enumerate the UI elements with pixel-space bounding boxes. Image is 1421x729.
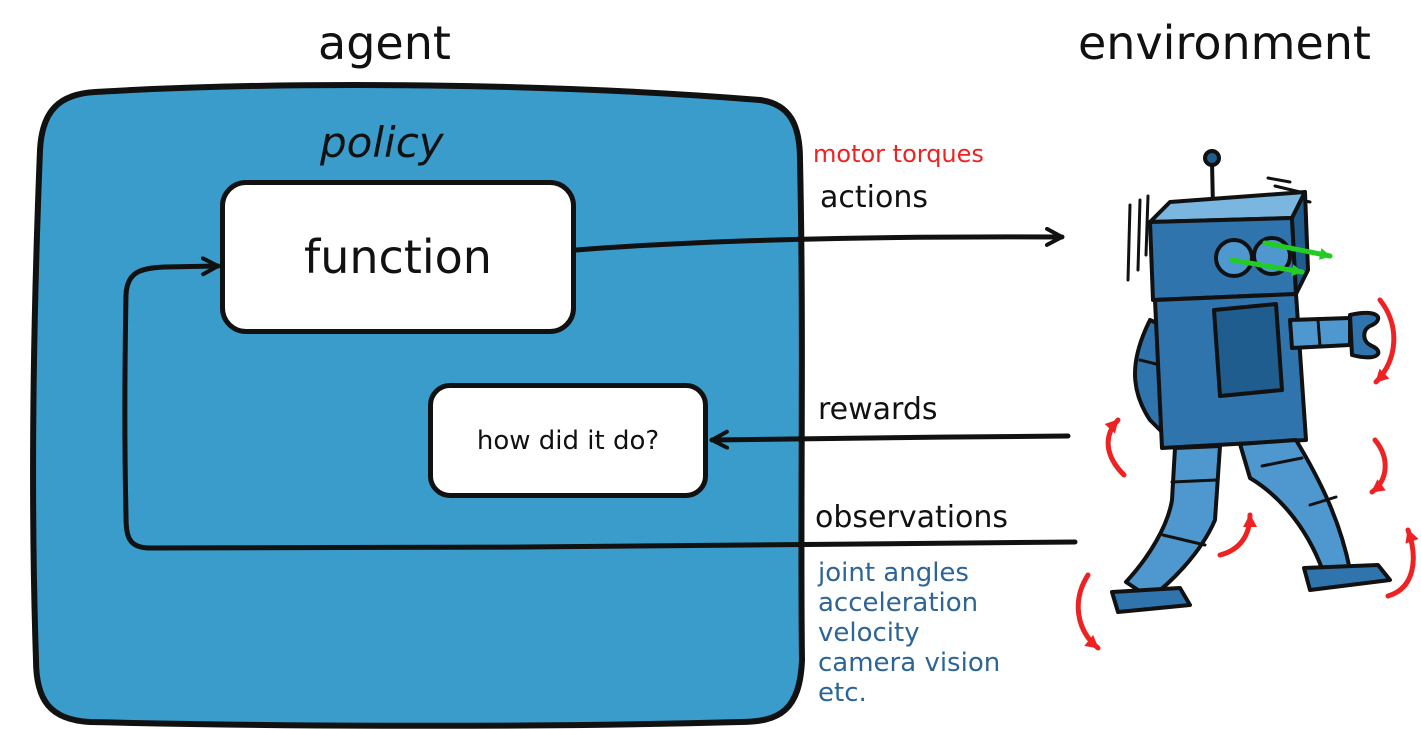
rewards-arrow bbox=[709, 429, 1071, 450]
agent-title: agent bbox=[318, 16, 451, 70]
function-label: function bbox=[304, 230, 492, 284]
evaluation-label: how did it do? bbox=[476, 425, 660, 456]
observations-label: observations bbox=[815, 500, 1009, 535]
walking-robot-icon bbox=[1110, 149, 1392, 614]
environment-title: environment bbox=[1078, 16, 1371, 70]
observations-loop-arrow bbox=[122, 256, 1078, 551]
actions-label: actions bbox=[820, 180, 928, 215]
motor-torques-label: motor torques bbox=[813, 140, 984, 168]
policy-title: policy bbox=[320, 118, 444, 167]
observation-item: acceleration bbox=[818, 588, 979, 618]
actions-arrow bbox=[573, 226, 1065, 253]
vision-arrows bbox=[1229, 240, 1333, 277]
observation-items-list: joint angles acceleration velocity camer… bbox=[818, 558, 1000, 708]
observation-item: joint angles bbox=[818, 558, 969, 588]
rewards-label: rewards bbox=[818, 392, 938, 427]
evaluation-box: how did it do? bbox=[428, 383, 708, 498]
observation-item: camera vision bbox=[818, 648, 1001, 678]
joint-motion-arrows bbox=[1075, 297, 1419, 651]
function-box: function bbox=[220, 180, 576, 334]
observation-item: etc. bbox=[818, 678, 867, 708]
observation-item: velocity bbox=[818, 618, 920, 648]
